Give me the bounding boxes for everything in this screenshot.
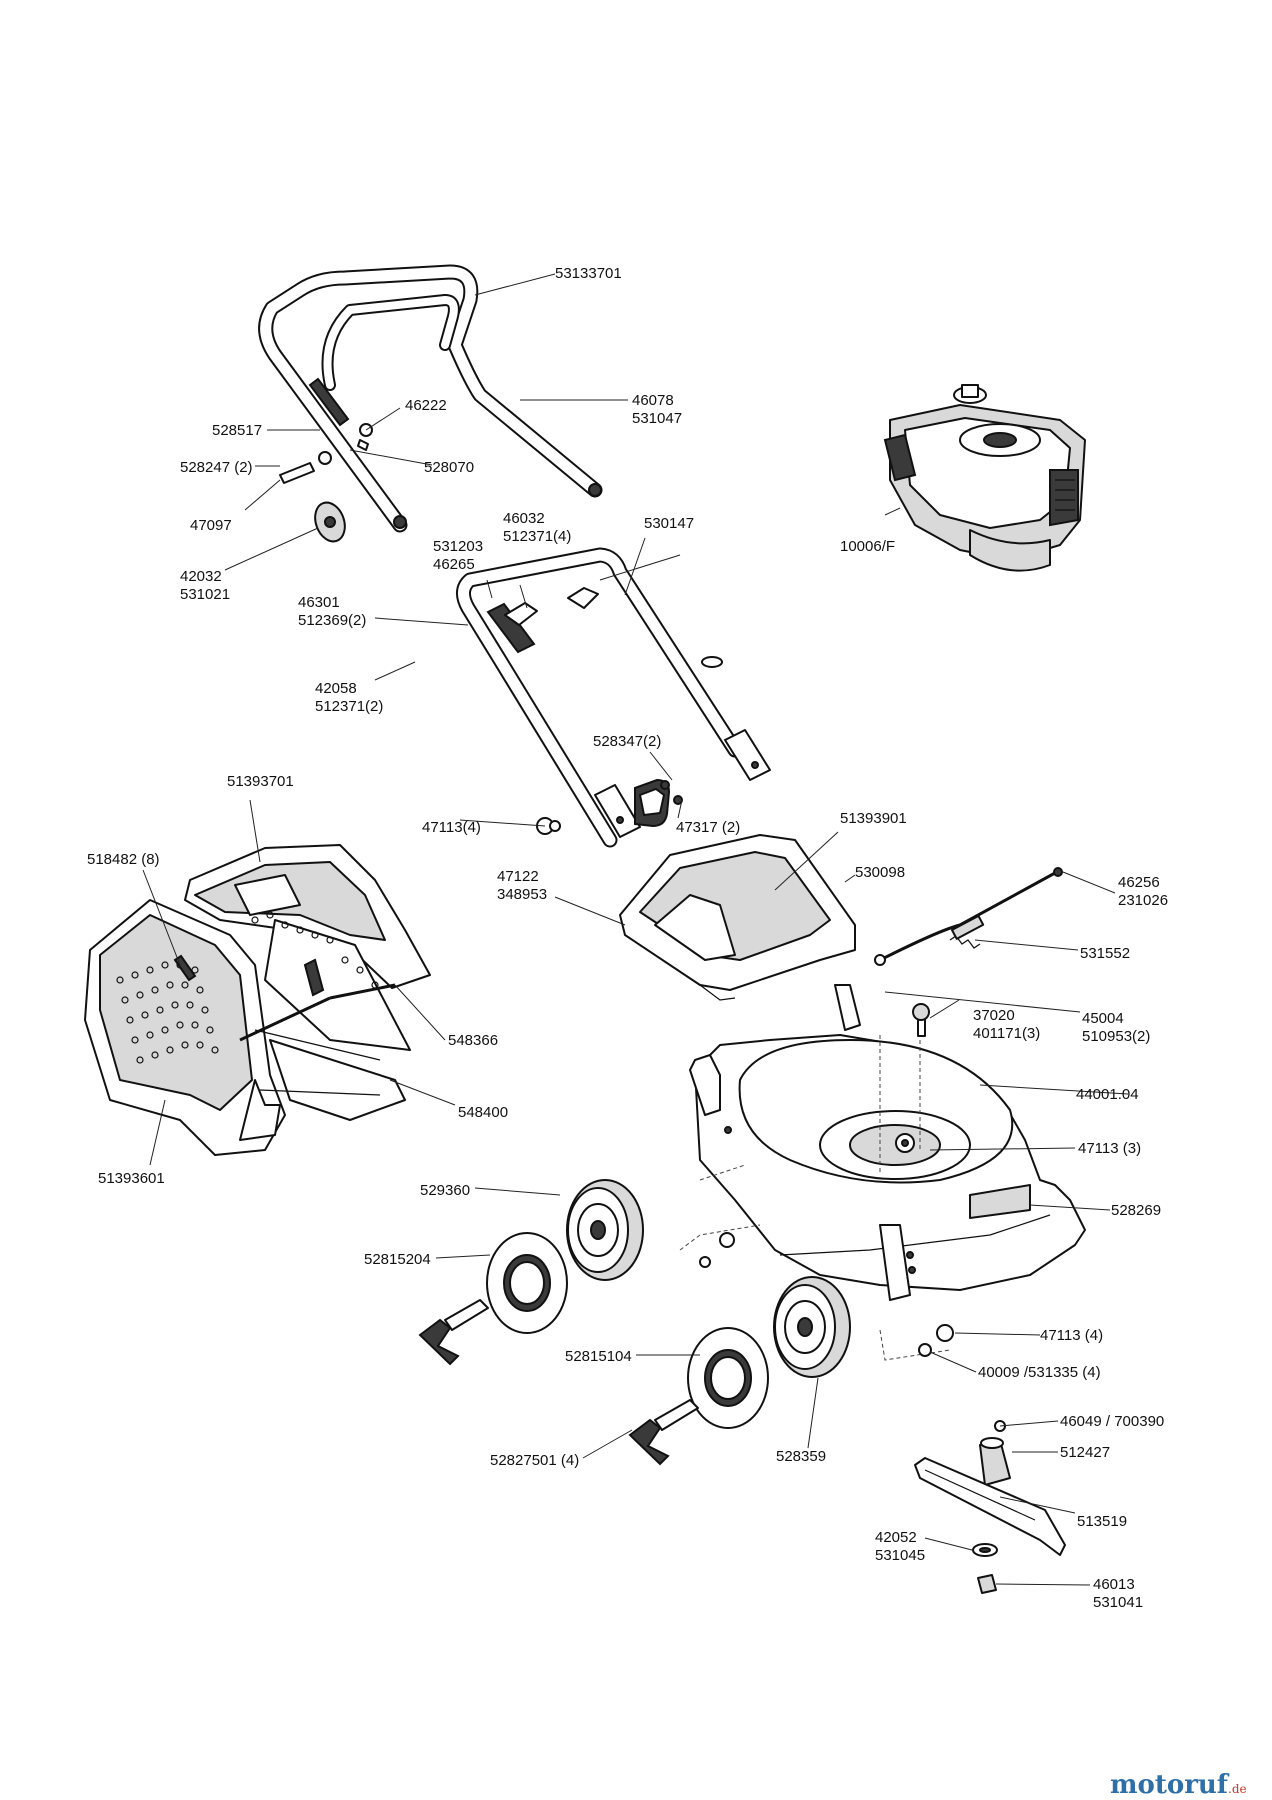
- label-46256-line1: 46256: [1118, 874, 1160, 891]
- label-531552: 531552: [1080, 945, 1131, 962]
- label-45004: 45004 510953(2): [1082, 1010, 1150, 1046]
- label-47122: 47122 348953: [497, 868, 547, 904]
- label-42032-line1: 42032: [180, 568, 222, 585]
- blade-assembly: [914, 1420, 1066, 1594]
- label-37020-line2: 401171(3): [973, 1025, 1041, 1042]
- rear-wheel: [566, 1179, 644, 1281]
- label-531203-line2: 46265: [433, 556, 475, 573]
- label-46301-line1: 46301: [298, 594, 340, 611]
- label-44001-04: 44001.04: [1076, 1086, 1139, 1103]
- label-528070: 528070: [424, 459, 475, 476]
- label-40009: 40009 /531335 (4): [978, 1364, 1101, 1381]
- label-51393601: 51393601: [98, 1170, 165, 1187]
- label-46013-line2: 531041: [1093, 1594, 1144, 1611]
- label-47122-line2: 348953: [497, 886, 548, 903]
- ejection-chute: [619, 834, 856, 1001]
- label-530098: 530098: [855, 864, 906, 881]
- leader-lines: [142, 273, 1129, 1586]
- label-548400: 548400: [458, 1104, 509, 1121]
- label-42052: 42052 531045: [875, 1529, 925, 1565]
- label-47317: 47317 (2): [676, 819, 741, 836]
- label-47113-4b: 47113 (4): [1040, 1327, 1104, 1344]
- label-46256: 46256 231026: [1118, 874, 1168, 910]
- label-531203-line1: 531203: [433, 538, 484, 555]
- label-47097: 47097: [190, 517, 232, 534]
- label-528359: 528359: [776, 1448, 827, 1465]
- catcher-frame-rod: [173, 954, 396, 1042]
- label-46256-line2: 231026: [1118, 892, 1169, 909]
- label-42058-line1: 42058: [315, 680, 357, 697]
- watermark-tld: .de: [1228, 1782, 1247, 1796]
- label-37020-line1: 37020: [973, 1007, 1015, 1024]
- label-46078-line2: 531047: [632, 410, 683, 427]
- label-47122-line1: 47122: [497, 868, 539, 885]
- label-548366: 548366: [448, 1032, 499, 1049]
- label-42032-line2: 531021: [180, 586, 231, 603]
- label-531203: 531203 46265: [433, 538, 483, 574]
- cable-clips: [536, 778, 683, 835]
- label-42032: 42032 531021: [180, 568, 230, 604]
- handle-bolt-hardware: [279, 377, 373, 543]
- label-518482: 518482 (8): [87, 851, 160, 868]
- label-46013: 46013 531041: [1093, 1576, 1143, 1612]
- label-53133701: 53133701: [555, 265, 622, 282]
- throttle-cable: [874, 867, 1063, 966]
- label-46222: 46222: [405, 397, 447, 414]
- label-46032-line2: 512371(4): [503, 528, 572, 545]
- label-42052-line1: 42052: [875, 1529, 917, 1546]
- motoruf-watermark: motoruf.de: [1110, 1770, 1247, 1800]
- label-46049: 46049 / 700390: [1060, 1413, 1165, 1430]
- label-46078-line1: 46078: [632, 392, 674, 409]
- label-45004-line1: 45004: [1082, 1010, 1124, 1027]
- label-47113-3: 47113 (3): [1078, 1140, 1142, 1157]
- rear-axle-bolt: [418, 1299, 489, 1366]
- front-hubcap: [687, 1327, 769, 1429]
- watermark-brand: motoruf: [1110, 1770, 1228, 1800]
- engine: [883, 384, 1086, 572]
- label-47113-4a: 47113(4): [422, 819, 481, 836]
- label-46301-line2: 512369(2): [298, 612, 367, 629]
- front-axle-bolt: [628, 1399, 699, 1466]
- label-46032: 46032 512371(4): [503, 510, 571, 546]
- label-51393901: 51393901: [840, 810, 907, 827]
- label-52827501: 52827501 (4): [490, 1452, 580, 1469]
- label-52815204: 52815204: [364, 1251, 431, 1268]
- label-528517: 528517: [212, 422, 263, 439]
- label-528347: 528347(2): [593, 733, 662, 750]
- label-46301: 46301 512369(2): [298, 594, 366, 630]
- label-45004-line2: 510953(2): [1082, 1028, 1151, 1045]
- grass-catcher-top: [184, 844, 431, 1051]
- lower-handle: [456, 547, 771, 848]
- label-530147: 530147: [644, 515, 695, 532]
- label-37020: 37020 401171(3): [973, 1007, 1040, 1043]
- grass-catcher-bag: [84, 899, 406, 1156]
- label-42052-line2: 531045: [875, 1547, 926, 1564]
- upper-handle: [258, 264, 603, 533]
- front-wheel: [773, 1276, 851, 1378]
- label-46032-line1: 46032: [503, 510, 545, 527]
- label-42058-line2: 512371(2): [315, 698, 384, 715]
- label-42058: 42058 512371(2): [315, 680, 383, 716]
- label-528269: 528269: [1111, 1202, 1162, 1219]
- deck-bolts: [679, 1003, 954, 1361]
- label-52815104: 52815104: [565, 1348, 632, 1365]
- rear-hubcap: [486, 1232, 568, 1334]
- label-51393701: 51393701: [227, 773, 294, 790]
- label-513519: 513519: [1077, 1513, 1128, 1530]
- label-46013-line1: 46013: [1093, 1576, 1135, 1593]
- label-512427: 512427: [1060, 1444, 1111, 1461]
- mower-deck: [689, 984, 1086, 1301]
- label-529360: 529360: [420, 1182, 471, 1199]
- label-10006F: 10006/F: [840, 538, 896, 555]
- label-528247: 528247 (2): [180, 459, 253, 476]
- label-46078: 46078 531047: [632, 392, 682, 428]
